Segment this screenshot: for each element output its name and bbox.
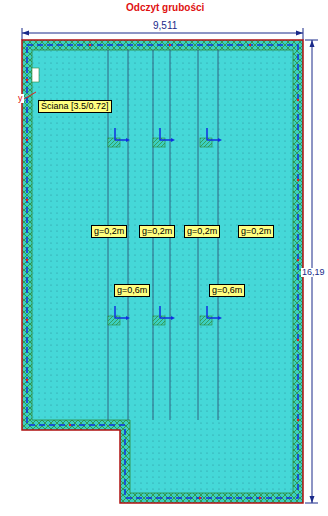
slab-outline bbox=[22, 40, 303, 503]
thickness-tag: g=0,6m bbox=[209, 284, 245, 297]
thickness-tag: g=0,6m bbox=[114, 284, 150, 297]
tag-text: g=0,6m bbox=[117, 285, 147, 295]
tag-text: g=0,2m bbox=[187, 226, 217, 236]
tag-text: g=0,2m bbox=[94, 226, 124, 236]
title: Odczyt grubości bbox=[126, 3, 204, 13]
tag-text: g=0,2m bbox=[142, 226, 172, 236]
slab-interior bbox=[32, 50, 293, 493]
axis-marker bbox=[24, 68, 39, 99]
tag-text: g=0,6m bbox=[212, 285, 242, 295]
wall-marks bbox=[26, 44, 299, 499]
tag-text: Ściana [3.5/0.72] bbox=[41, 101, 109, 111]
thickness-tag: g=0,2m bbox=[91, 225, 127, 238]
thickness-tag: g=0,2m bbox=[139, 225, 175, 238]
dimension-label: 16,19 bbox=[301, 268, 326, 277]
wall-axis bbox=[27, 45, 298, 498]
thickness-tag: g=0,2m bbox=[238, 225, 274, 238]
thickness-tag: Ściana [3.5/0.72] bbox=[38, 100, 112, 113]
tag-text: g=0,2m bbox=[241, 226, 271, 236]
dimension-label: 9,511 bbox=[152, 21, 178, 31]
dimension-label: y bbox=[17, 94, 24, 103]
thickness-tag: g=0,2m bbox=[184, 225, 220, 238]
